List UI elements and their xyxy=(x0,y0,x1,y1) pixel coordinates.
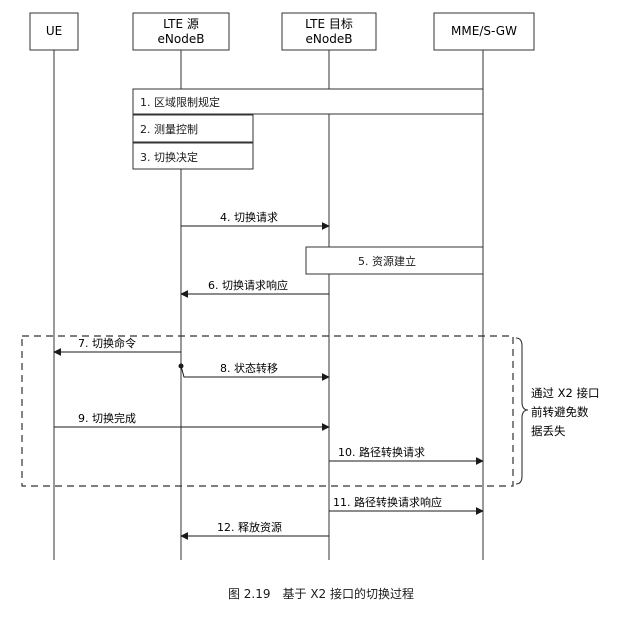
step-2-label: 2. 测量控制 xyxy=(140,122,198,136)
step-3-box: 3. 切换决定 xyxy=(132,142,254,170)
entity-mme-label: MME/S-GW xyxy=(451,24,517,38)
entity-src-label-2: eNodeB xyxy=(158,32,205,46)
message-11: 11. 路径转换请求响应 xyxy=(329,495,484,515)
message-8-label: 8. 状态转移 xyxy=(220,361,278,375)
note-line-1: 通过 X2 接口 xyxy=(531,386,600,400)
message-7: 7. 切换命令 xyxy=(53,336,181,356)
step-1-label: 1. 区域限制规定 xyxy=(140,95,220,109)
message-12: 12. 释放资源 xyxy=(180,520,329,540)
message-6-label: 6. 切换请求响应 xyxy=(208,278,288,292)
message-9-label: 9. 切换完成 xyxy=(78,411,136,425)
entity-tgt-label-2: eNodeB xyxy=(306,32,353,46)
note-line-2: 前转避免数 xyxy=(531,405,589,419)
message-10: 10. 路径转换请求 xyxy=(329,445,484,465)
step-5-label: 5. 资源建立 xyxy=(358,254,416,268)
entity-tgt: LTE 目标 eNodeB xyxy=(281,12,377,51)
entity-tgt-label-1: LTE 目标 xyxy=(305,17,353,31)
entity-src: LTE 源 eNodeB xyxy=(132,12,230,51)
message-10-label: 10. 路径转换请求 xyxy=(338,445,425,459)
message-4: 4. 切换请求 xyxy=(181,210,330,230)
region-brace xyxy=(515,337,529,485)
message-6: 6. 切换请求响应 xyxy=(180,278,329,298)
message-4-label: 4. 切换请求 xyxy=(220,210,278,224)
message-7-label: 7. 切换命令 xyxy=(78,336,136,350)
entity-ue: UE xyxy=(29,12,79,51)
message-9: 9. 切换完成 xyxy=(54,411,330,431)
lifelines xyxy=(53,50,484,560)
note-line-3: 据丢失 xyxy=(531,424,566,438)
step-1-box: 1. 区域限制规定 xyxy=(132,88,484,115)
message-8-arrow xyxy=(180,365,330,381)
step-5-box: 5. 资源建立 xyxy=(305,246,484,275)
entity-mme: MME/S-GW xyxy=(433,12,535,51)
x2-forwarding-region xyxy=(21,335,514,487)
step-3-label: 3. 切换决定 xyxy=(140,150,198,164)
message-11-label: 11. 路径转换请求响应 xyxy=(333,495,442,509)
entity-src-label-1: LTE 源 xyxy=(163,17,199,31)
figure-caption: 图 2.19 基于 X2 接口的切换过程 xyxy=(228,586,414,601)
forwarding-note: 通过 X2 接口 前转避免数 据丢失 xyxy=(531,386,600,438)
message-12-label: 12. 释放资源 xyxy=(217,520,282,534)
message-8: 8. 状态转移 xyxy=(178,361,330,381)
step-2-box: 2. 测量控制 xyxy=(132,114,254,143)
entity-ue-label: UE xyxy=(46,24,62,38)
